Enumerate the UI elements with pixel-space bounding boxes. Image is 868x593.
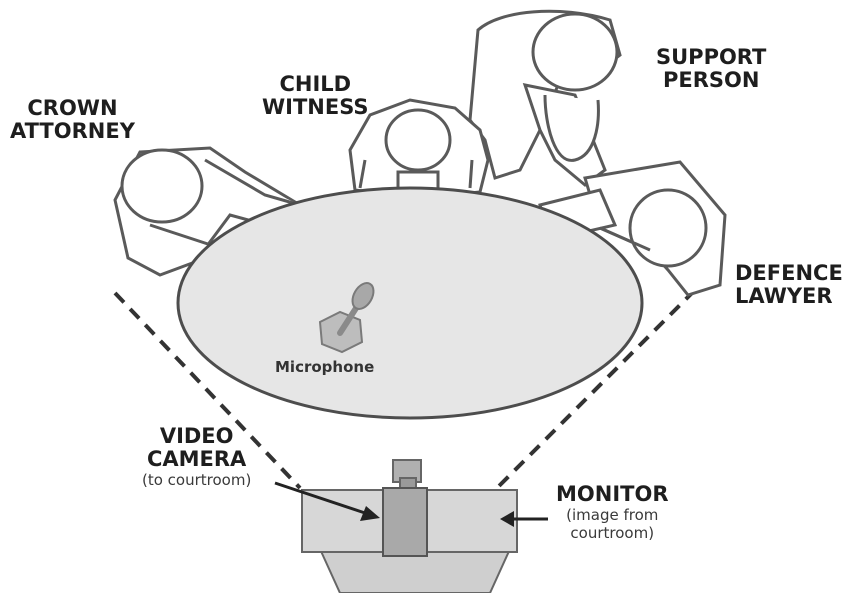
support-person-figure [470, 11, 620, 185]
monitor-label: MONITOR (image from courtroom) [556, 483, 669, 542]
child-witness-label: CHILD WITNESS [262, 73, 369, 119]
video-camera-label: VIDEO CAMERA (to courtroom) [142, 425, 251, 489]
monitor-note-line-1: (image from [556, 506, 669, 524]
support-person-label: SUPPORT PERSON [656, 46, 766, 92]
defence-lawyer-label: DEFENCE LAWYER [735, 262, 843, 308]
microphone-label: Microphone [275, 358, 374, 376]
child-witness-figure [350, 100, 488, 196]
video-camera-icon [383, 460, 427, 556]
crown-attorney-label: CROWN ATTORNEY [10, 97, 135, 143]
round-table [178, 188, 642, 418]
monitor-note-line-2: courtroom) [556, 524, 669, 542]
video-camera-note: (to courtroom) [142, 471, 251, 489]
